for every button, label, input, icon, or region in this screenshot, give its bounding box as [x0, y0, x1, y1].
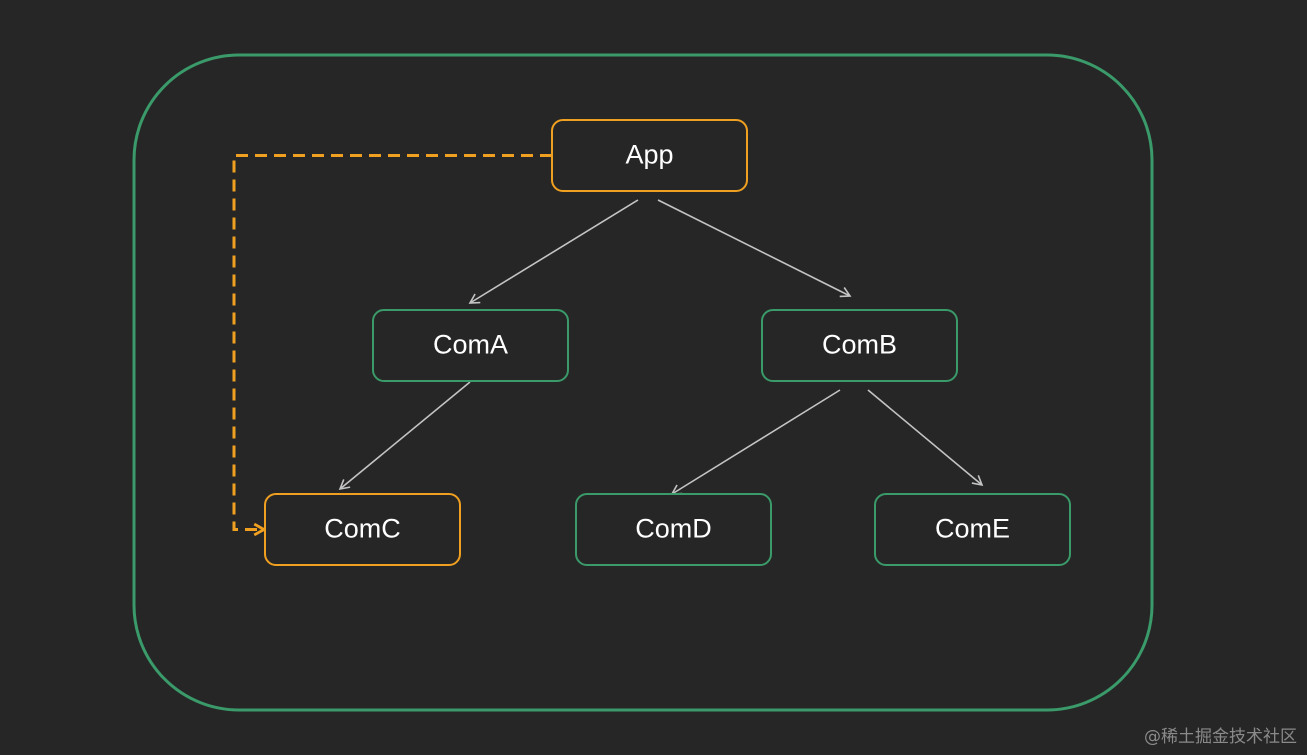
node-coma: ComA [372, 309, 569, 382]
edges-layer [338, 199, 984, 495]
node-label-come: ComE [935, 514, 1010, 544]
node-box-comd [575, 493, 772, 566]
edge-coma-to-comc [338, 381, 471, 491]
node-box-comc [264, 493, 461, 566]
node-label-comc: ComC [324, 514, 401, 544]
node-label-comb: ComB [822, 330, 897, 360]
node-comd: ComD [575, 493, 772, 566]
node-label-comd: ComD [635, 514, 712, 544]
node-box-comb [761, 309, 958, 382]
node-box-app [551, 119, 748, 192]
watermark: @稀土掘金技术社区 [1144, 727, 1297, 747]
app-scope-container [132, 53, 1154, 712]
node-box-coma [372, 309, 569, 382]
edge-app-to-comb [657, 199, 852, 298]
node-box-come [874, 493, 1071, 566]
dashed-link-app-to-comc [232, 154, 552, 530]
node-label-coma: ComA [433, 330, 508, 360]
edge-comb-to-come [867, 389, 984, 487]
edge-comb-to-comd [670, 389, 841, 495]
edge-app-to-coma [468, 199, 639, 304]
node-label-app: App [625, 140, 673, 170]
node-app: App [551, 119, 748, 192]
node-comc: ComC [264, 493, 461, 566]
dashed-links-layer [232, 154, 552, 530]
node-comb: ComB [761, 309, 958, 382]
node-come: ComE [874, 493, 1071, 566]
